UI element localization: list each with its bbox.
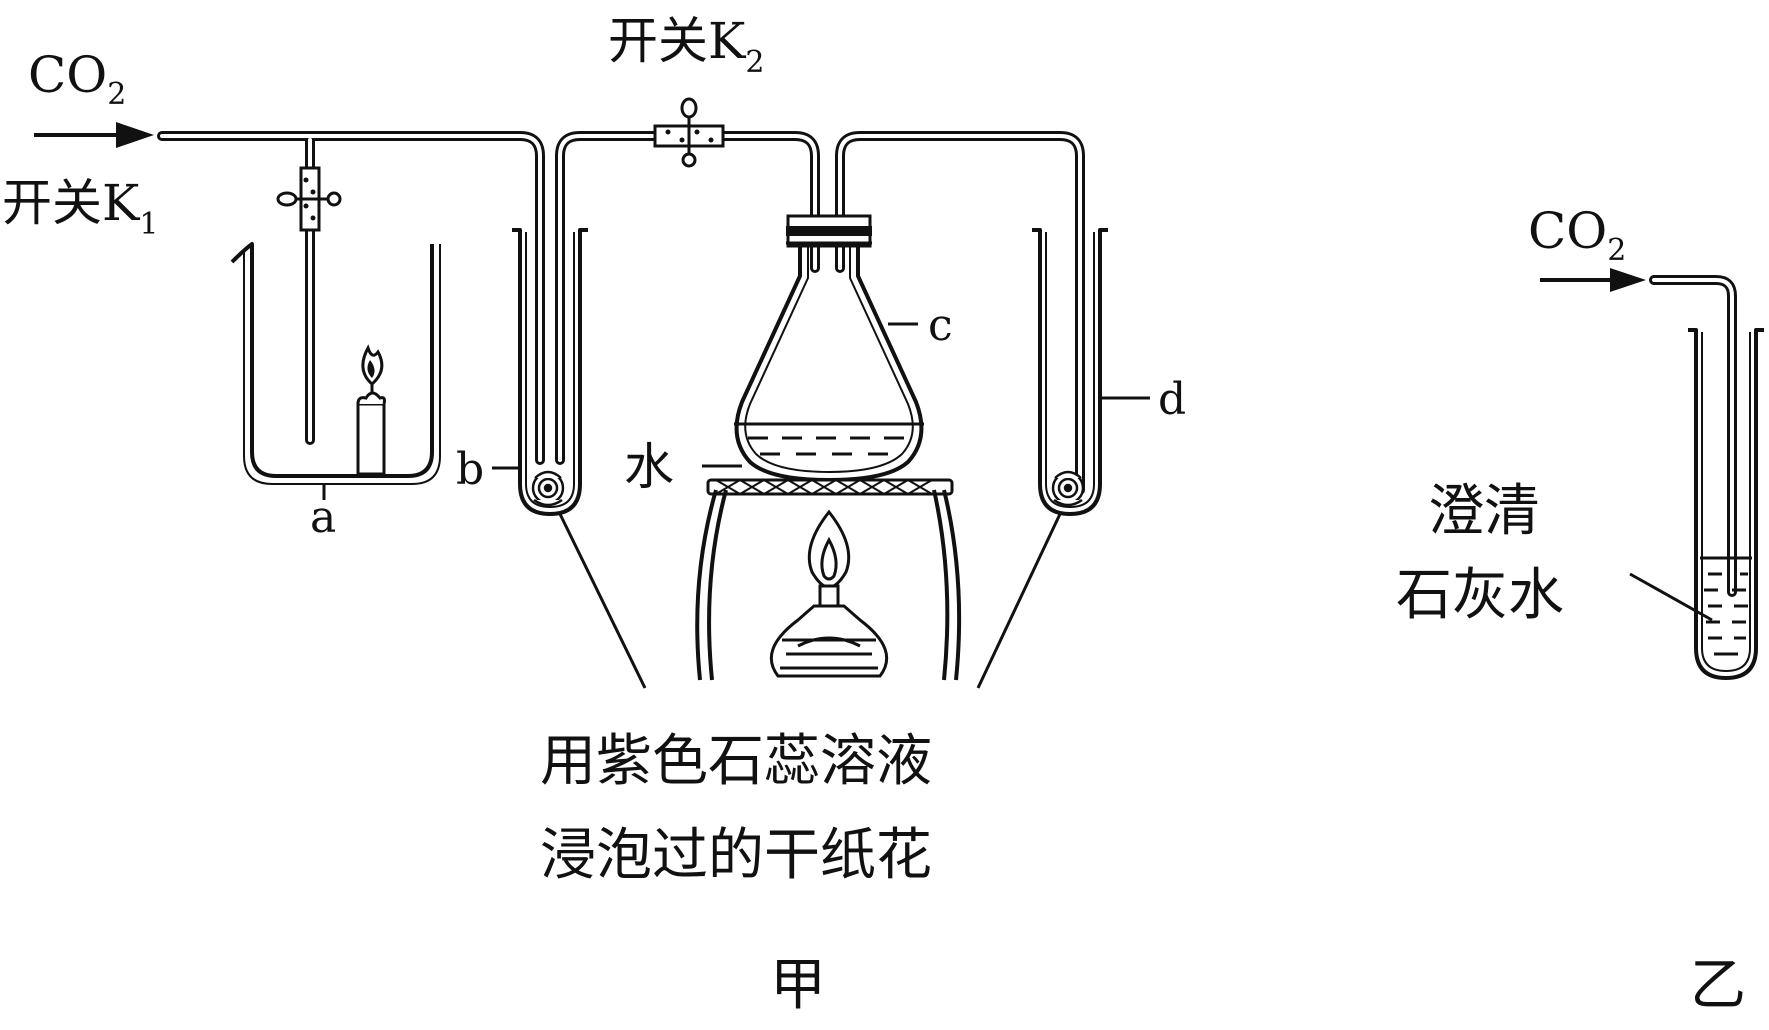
co2-label-yi: CO2 xyxy=(1528,202,1626,268)
co2-inlet-arrow xyxy=(1540,268,1646,292)
flower-caption-line-2: 浸泡过的干纸花 xyxy=(540,823,932,888)
flask-stopper xyxy=(786,214,872,248)
pinch-clamp-k1-icon[interactable] xyxy=(276,166,342,232)
limewater-leader-line xyxy=(1629,572,1713,622)
figure-label-jia: 甲 xyxy=(770,953,826,1018)
label-a: a xyxy=(310,492,336,543)
delivery-tube-yi xyxy=(1649,275,1737,597)
wire-gauze xyxy=(706,478,954,496)
paper-flower-icon xyxy=(531,470,565,507)
water-label: 水 xyxy=(624,438,674,496)
label-c: c xyxy=(928,300,953,351)
label-d: d xyxy=(1158,374,1186,425)
flower-caption-line-1: 用紫色石蕊溶液 xyxy=(540,729,932,794)
limewater-label-line-2: 石灰水 xyxy=(1396,563,1564,628)
switch-k2-label: 开关K2 xyxy=(608,12,764,80)
co2-inlet-arrow xyxy=(34,122,154,148)
test-tube-d xyxy=(1032,228,1108,516)
flower-leader-line xyxy=(558,513,647,689)
limewater-in-tube xyxy=(1700,556,1752,656)
co2-label-jia: CO2 xyxy=(28,46,126,112)
water-in-flask xyxy=(734,422,924,456)
beaker-a xyxy=(230,242,441,485)
figure-label-yi: 乙 xyxy=(1690,953,1746,1018)
alcohol-lamp-icon xyxy=(769,509,889,678)
conical-flask-c xyxy=(734,246,924,482)
test-tube-b xyxy=(512,228,588,516)
limewater-label-line-1: 澄清 xyxy=(1428,479,1540,544)
label-b: b xyxy=(456,444,484,495)
candle-icon xyxy=(356,344,386,476)
pinch-clamp-k2-icon[interactable] xyxy=(653,97,725,168)
switch-k1-label: 开关K1 xyxy=(2,174,158,242)
test-tube-yi xyxy=(1688,328,1764,680)
paper-flower-icon xyxy=(1051,470,1085,507)
tripod-stand xyxy=(695,489,962,681)
flower-leader-line xyxy=(976,513,1062,689)
